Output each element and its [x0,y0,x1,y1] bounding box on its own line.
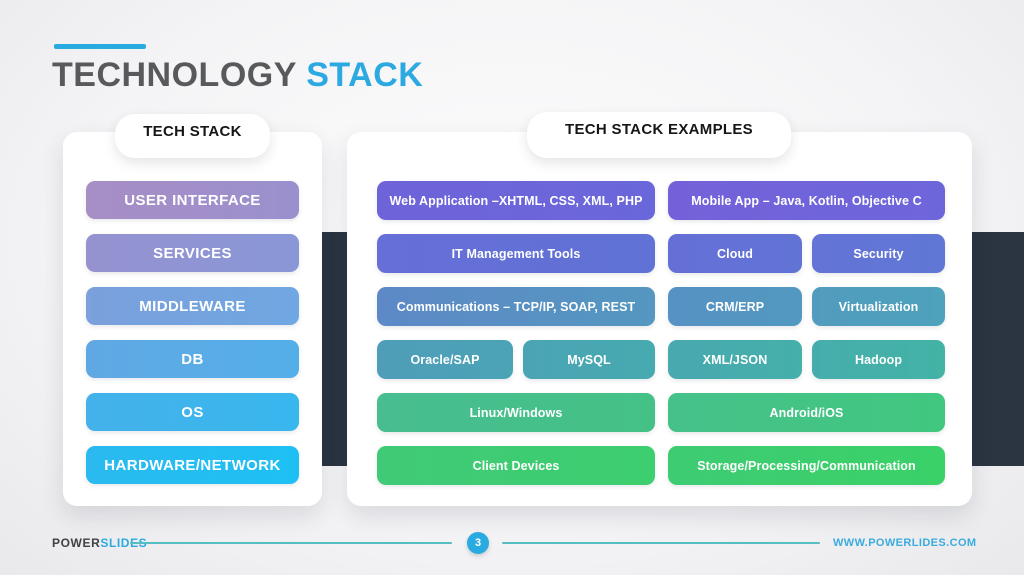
footer-divider-right [502,542,820,544]
example-bar-cloud: Cloud [668,234,802,273]
footer-logo-dark: POWER [52,536,101,550]
footer-divider-left [130,542,452,544]
tech-stack-examples-pill-label: TECH STACK EXAMPLES [565,121,753,138]
example-bar-linux-windows: Linux/Windows [377,393,655,432]
example-bar-it-management-tools: IT Management Tools [377,234,655,273]
example-bar-storage-processing-communication: Storage/Processing/Communication [668,446,945,485]
tech-stack-pill: TECH STACK [115,114,270,158]
footer-logo-blue: SLIDES [100,536,148,550]
page-title: TECHNOLOGY STACK [52,56,423,95]
example-bar-security: Security [812,234,945,273]
website-link: WWW.POWERLIDES.COM [833,537,977,549]
stack-bar-hardware-network: HARDWARE/NETWORK [86,446,299,484]
tech-stack-pill-label: TECH STACK [143,123,242,140]
page-number-badge: 3 [467,532,489,554]
page-title-gray: TECHNOLOGY [52,56,297,94]
example-bar-android-ios: Android/iOS [668,393,945,432]
example-bar-virtualization: Virtualization [812,287,945,326]
example-bar-mobile-app: Mobile App – Java, Kotlin, Objective C [668,181,945,220]
stack-bar-os: OS [86,393,299,431]
example-bar-crm-erp: CRM/ERP [668,287,802,326]
stack-bar-db: DB [86,340,299,378]
example-bar-communications: Communications – TCP/IP, SOAP, REST [377,287,655,326]
example-bar-web-application: Web Application –XHTML, CSS, XML, PHP [377,181,655,220]
stack-bar-user-interface: USER INTERFACE [86,181,299,219]
footer-logo: POWERSLIDES [52,536,147,550]
page-number: 3 [474,537,482,549]
stack-bar-services: SERVICES [86,234,299,272]
example-bar-hadoop: Hadoop [812,340,945,379]
tech-stack-examples-pill: TECH STACK EXAMPLES [527,112,791,158]
stack-bar-middleware: MIDDLEWARE [86,287,299,325]
example-bar-client-devices: Client Devices [377,446,655,485]
example-bar-mysql: MySQL [523,340,655,379]
page-title-accent: STACK [306,56,424,94]
example-bar-xml-json: XML/JSON [668,340,802,379]
title-underline [54,44,146,49]
example-bar-oracle-sap: Oracle/SAP [377,340,513,379]
